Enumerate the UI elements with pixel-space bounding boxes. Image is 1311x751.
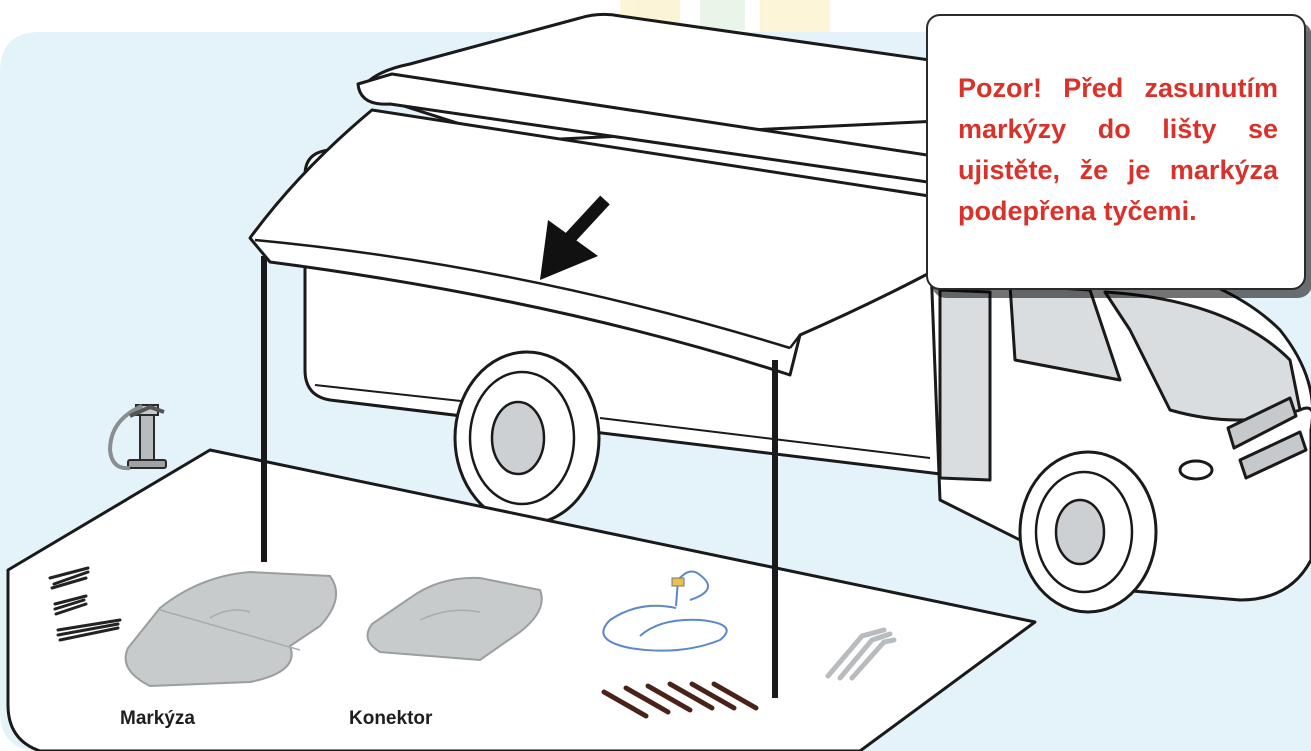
- pole-bundle-icon: [48, 566, 122, 642]
- pump-icon: [107, 404, 167, 471]
- awning-label: Markýza: [120, 708, 195, 729]
- warning-text: Pozor! Před zasunutím markýzy do lišty s…: [958, 73, 1278, 226]
- folded-awning-icon: [124, 570, 338, 688]
- guy-rope-icon: [602, 570, 728, 652]
- direction-arrow-icon: [540, 195, 610, 280]
- tension-strap-icon: [825, 627, 897, 681]
- awning: [248, 72, 962, 698]
- warning-callout: Pozor! Před zasunutím markýzy do lišty s…: [926, 14, 1306, 290]
- tent-peg-icon: [601, 681, 759, 719]
- connector-label: Konektor: [349, 708, 433, 729]
- folded-connector-icon: [366, 576, 543, 662]
